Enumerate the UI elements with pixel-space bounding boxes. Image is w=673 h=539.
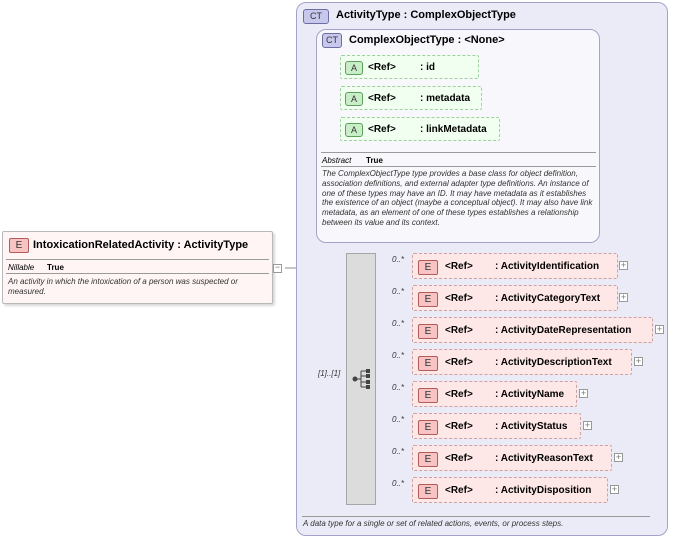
- child-ref: <Ref>: [445, 485, 473, 496]
- element-badge: E: [418, 292, 438, 307]
- child-occurrence: 0..*: [392, 255, 405, 264]
- child-occurrence: 0..*: [392, 415, 405, 424]
- attribute-ref: <Ref>: [368, 124, 396, 135]
- child-ref: <Ref>: [445, 421, 473, 432]
- element-badge: E: [418, 388, 438, 403]
- element-documentation: An activity in which the intoxication of…: [8, 277, 238, 296]
- child-element-activity-name[interactable]: E <Ref> : ActivityName: [412, 381, 577, 407]
- child-element-activity-date-representation[interactable]: E <Ref> : ActivityDateRepresentation: [412, 317, 653, 343]
- expand-icon[interactable]: +: [614, 452, 623, 462]
- base-type-badge: CT: [322, 33, 342, 48]
- attribute-badge: A: [345, 123, 363, 137]
- sequence-occurrence: [1]..[1]: [318, 369, 341, 378]
- child-occurrence: 0..*: [392, 383, 405, 392]
- abstract-key: Abstract: [322, 156, 352, 165]
- element-doc-separator: [6, 273, 269, 274]
- child-element-activity-reason-text[interactable]: E <Ref> : ActivityReasonText: [412, 445, 612, 471]
- attribute-metadata[interactable]: A <Ref> : metadata: [340, 86, 482, 110]
- nillable-key: Nillable: [8, 263, 35, 272]
- child-element-activity-category-text[interactable]: E <Ref> : ActivityCategoryText: [412, 285, 618, 311]
- element-badge: E: [418, 452, 438, 467]
- expand-icon[interactable]: +: [655, 324, 664, 334]
- child-name: : ActivityName: [495, 389, 565, 400]
- attribute-id[interactable]: A <Ref> : id: [340, 55, 479, 79]
- child-name: : ActivityIdentification: [495, 261, 600, 272]
- element-title: IntoxicationRelatedActivity : ActivityTy…: [33, 239, 249, 251]
- element-badge: E: [418, 484, 438, 499]
- child-ref: <Ref>: [445, 453, 473, 464]
- root-element-box[interactable]: E IntoxicationRelatedActivity : Activity…: [2, 231, 273, 304]
- collapse-toggle[interactable]: −: [273, 262, 282, 273]
- attribute-ref: <Ref>: [368, 62, 396, 73]
- expand-icon[interactable]: +: [619, 292, 628, 302]
- child-ref: <Ref>: [445, 293, 473, 304]
- element-badge: E: [418, 420, 438, 435]
- base-type-separator: [321, 152, 596, 153]
- attribute-name: : id: [420, 62, 435, 73]
- element-badge: E: [418, 260, 438, 275]
- nillable-value: True: [47, 263, 64, 272]
- child-occurrence: 0..*: [392, 319, 405, 328]
- child-element-activity-description-text[interactable]: E <Ref> : ActivityDescriptionText: [412, 349, 632, 375]
- attribute-ref: <Ref>: [368, 93, 396, 104]
- complex-type-title: ActivityType : ComplexObjectType: [336, 9, 516, 21]
- child-occurrence: 0..*: [392, 447, 405, 456]
- child-element-activity-status[interactable]: E <Ref> : ActivityStatus: [412, 413, 581, 439]
- child-name: : ActivityStatus: [495, 421, 568, 432]
- complex-type-doc-separator: [302, 516, 650, 517]
- child-occurrence: 0..*: [392, 287, 405, 296]
- child-name: : ActivityDateRepresentation: [495, 325, 632, 336]
- sequence-compositor[interactable]: [346, 253, 376, 505]
- element-badge: E: [418, 324, 438, 339]
- child-name: : ActivityDescriptionText: [495, 357, 612, 368]
- expand-icon[interactable]: +: [610, 484, 619, 494]
- child-name: : ActivityReasonText: [495, 453, 593, 464]
- base-type-documentation: The ComplexObjectType type provides a ba…: [322, 169, 593, 227]
- base-type-doc-separator: [321, 166, 596, 167]
- child-occurrence: 0..*: [392, 479, 405, 488]
- child-occurrence: 0..*: [392, 351, 405, 360]
- complex-type-documentation: A data type for a single or set of relat…: [303, 519, 564, 528]
- element-badge: E: [9, 238, 29, 253]
- expand-icon[interactable]: +: [583, 420, 592, 430]
- child-element-activity-identification[interactable]: E <Ref> : ActivityIdentification: [412, 253, 618, 279]
- base-type-title: ComplexObjectType : <None>: [349, 34, 505, 46]
- abstract-value: True: [366, 156, 383, 165]
- child-name: : ActivityDisposition: [495, 485, 592, 496]
- attribute-badge: A: [345, 92, 363, 106]
- attribute-badge: A: [345, 61, 363, 75]
- expand-icon[interactable]: +: [634, 356, 643, 366]
- expand-icon[interactable]: +: [579, 388, 588, 398]
- attribute-name: : metadata: [420, 93, 471, 104]
- child-element-activity-disposition[interactable]: E <Ref> : ActivityDisposition: [412, 477, 608, 503]
- attribute-name: : linkMetadata: [420, 124, 487, 135]
- element-badge: E: [418, 356, 438, 371]
- child-name: : ActivityCategoryText: [495, 293, 601, 304]
- child-ref: <Ref>: [445, 389, 473, 400]
- attribute-linkmetadata[interactable]: A <Ref> : linkMetadata: [340, 117, 500, 141]
- expand-icon[interactable]: +: [619, 260, 628, 270]
- element-separator: [6, 259, 269, 260]
- child-ref: <Ref>: [445, 357, 473, 368]
- complex-type-badge: CT: [303, 9, 329, 24]
- sequence-icon: [352, 369, 370, 389]
- child-ref: <Ref>: [445, 325, 473, 336]
- child-ref: <Ref>: [445, 261, 473, 272]
